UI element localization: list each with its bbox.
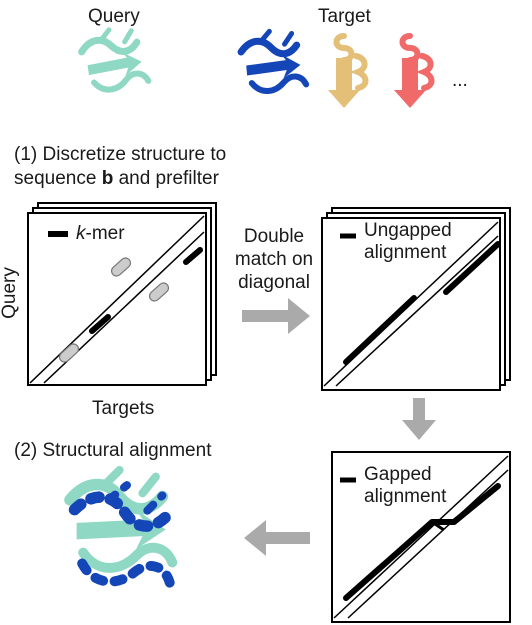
gapped-legend-line2: alignment xyxy=(364,486,447,507)
gapped-legend-line1: Gapped xyxy=(364,464,432,485)
kmer-hit-match-2 xyxy=(183,247,203,265)
arrow-left-icon xyxy=(244,520,310,556)
prefilter-x-axis-label: Targets xyxy=(92,398,155,419)
kmer-hit-gray-3 xyxy=(58,343,80,363)
kmer-legend-rest: -mer xyxy=(85,223,125,244)
step1-title-line2: sequence b and prefilter xyxy=(14,168,219,190)
target-protein-red-icon xyxy=(394,36,432,108)
kmer-hit-gray-1 xyxy=(110,257,132,277)
ungapped-segment-1 xyxy=(343,295,417,365)
query-label: Query xyxy=(88,6,140,27)
step1-title-line1: (1) Discretize structure to xyxy=(14,144,227,165)
arrow-text-line1: Double xyxy=(243,226,305,247)
kmer-legend-swatch xyxy=(48,231,68,237)
kmer-legend-italic: k xyxy=(76,223,86,244)
prefilter-matrix-stack xyxy=(27,202,217,386)
gapped-alignment-path xyxy=(343,483,501,601)
step1-title-suffix: and prefilter xyxy=(113,168,219,189)
arrow-down-icon xyxy=(402,398,436,440)
arrow-text-line3: diagonal xyxy=(238,272,310,293)
target-protein-blue-icon xyxy=(239,29,306,93)
target-label: Target xyxy=(318,6,371,27)
ungapped-alignment-stack xyxy=(321,207,511,391)
gapped-alignment-panel xyxy=(331,451,511,623)
ungapped-diagonal-2 xyxy=(335,235,499,387)
kmer-hit-match-1 xyxy=(89,314,111,334)
ungapped-segment-2 xyxy=(443,241,501,295)
prefilter-diagonal-1 xyxy=(29,215,205,384)
target-protein-gold-icon xyxy=(328,36,366,108)
query-protein-icon xyxy=(79,25,149,92)
ungapped-legend-line2: alignment xyxy=(364,242,447,263)
ungapped-legend-line1: Ungapped xyxy=(364,220,452,241)
prefilter-y-axis-label: Query xyxy=(0,267,20,319)
kmer-legend-label: k-mer xyxy=(76,223,125,245)
arrow-right-icon xyxy=(242,298,310,334)
gapped-alignment-gap xyxy=(431,520,445,532)
arrow-text-line2: match on xyxy=(234,249,314,270)
gapped-diagonal-2 xyxy=(347,469,509,619)
step1-title-bold: b xyxy=(101,168,114,189)
step2-title: (2) Structural alignment xyxy=(14,440,212,461)
gapped-diagonal-1 xyxy=(333,455,509,619)
structural-superposition-icon xyxy=(67,470,179,588)
target-ellipsis: ... xyxy=(452,70,468,91)
kmer-hit-gray-2 xyxy=(148,282,170,302)
step1-title-prefix: sequence xyxy=(14,168,102,189)
